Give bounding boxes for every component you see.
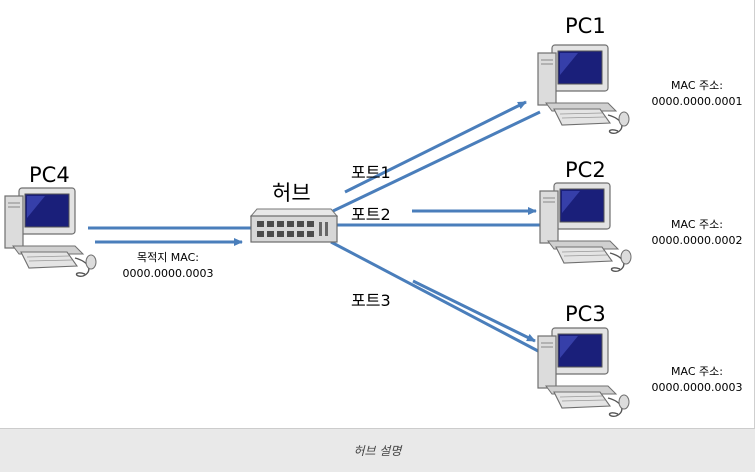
pc3-mac-value: 0000.0000.0003 (651, 381, 743, 394)
pc1-mac-label: MAC 주소: (671, 79, 723, 92)
pc2-mac-address: MAC 주소: 0000.0000.0002 (648, 217, 746, 249)
pc4-destination-mac: 목적지 MAC: 0000.0000.0003 (110, 250, 226, 282)
port1-label: 포트1 (351, 163, 391, 182)
diagram-canvas: PC1 PC2 PC3 PC4 허브 포트1 포트2 포트3 MAC 주소: 0… (4, 0, 755, 428)
pc4-dest-label: 목적지 MAC: (136, 251, 200, 264)
link-hub-pc1 (332, 110, 541, 213)
pc3-mac-label: MAC 주소: (671, 365, 723, 378)
caption-bar: 허브 설명 (0, 428, 755, 472)
pc1-name: PC1 (565, 14, 606, 38)
port2-label: 포트2 (351, 205, 391, 224)
pc1-computer-icon (537, 44, 630, 135)
pc2-mac-label: MAC 주소: (671, 218, 723, 231)
arrow-hub-to-pc3 (412, 279, 536, 343)
diagram-graphics (4, 44, 632, 418)
arrow-hub-to-pc1 (344, 100, 527, 194)
pc3-computer-icon (537, 327, 630, 418)
pc4-name: PC4 (29, 163, 70, 187)
pc2-computer-icon (539, 182, 632, 273)
link-hub-pc3 (330, 240, 541, 354)
hub-icon (249, 208, 339, 243)
pc1-mac-value: 0000.0000.0001 (651, 95, 743, 108)
pc3-mac-address: MAC 주소: 0000.0000.0003 (648, 364, 746, 396)
pc3-name: PC3 (565, 302, 606, 326)
connection-lines (88, 100, 542, 354)
pc2-name: PC2 (565, 158, 606, 182)
pc4-dest-value: 0000.0000.0003 (122, 267, 214, 280)
pc2-mac-value: 0000.0000.0002 (651, 234, 743, 247)
pc4-computer-icon (4, 187, 97, 278)
port3-label: 포트3 (351, 291, 391, 310)
pc1-mac-address: MAC 주소: 0000.0000.0001 (648, 78, 746, 110)
figure-caption: 허브 설명 (353, 444, 402, 458)
hub-label: 허브 (272, 181, 311, 205)
